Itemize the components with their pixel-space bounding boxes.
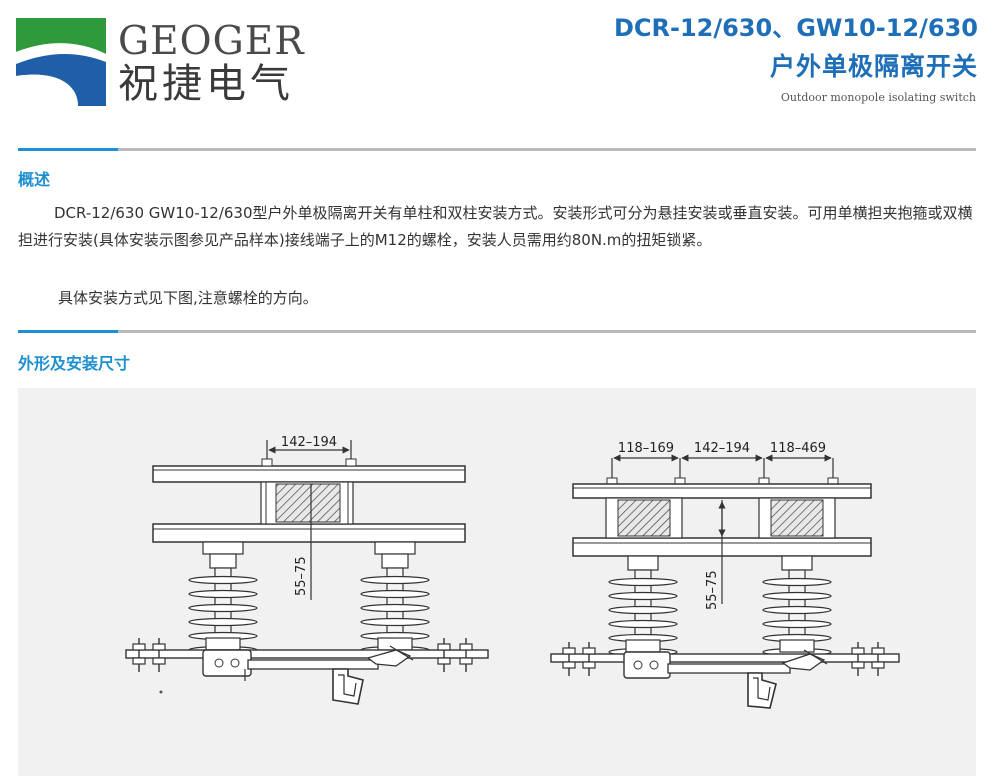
installation-drawing-area: 142–194 55–75: [18, 388, 976, 776]
right-dimension-2: 142–194: [694, 441, 750, 456]
right-dimension-3: 118–469: [770, 441, 826, 456]
right-installation-drawing: 118–169 142–194 118–469 55–75: [550, 441, 900, 709]
product-subtitle-cn: 户外单极隔离开关: [769, 52, 978, 81]
left-side-dimension: 55–75: [294, 556, 309, 596]
product-subtitle-en: Outdoor monopole isolating switch: [780, 91, 976, 104]
right-dimension-1: 118–169: [618, 441, 674, 456]
geoger-logo: [16, 18, 106, 106]
left-top-dimension: 142–194: [281, 435, 337, 450]
right-side-dimension: 55–75: [705, 570, 720, 610]
model-title: DCR-12/630、GW10-12/630: [613, 14, 978, 42]
dimensions-heading: 外形及安装尺寸: [18, 354, 131, 373]
installation-drawings: 142–194 55–75: [125, 435, 900, 709]
overview-note: 具体安装方式见下图,注意螺栓的方向。: [58, 289, 318, 307]
section-divider: [18, 330, 976, 333]
brand-name-en: GEOGER: [118, 19, 305, 64]
left-installation-drawing: 142–194 55–75: [125, 435, 489, 705]
brand-name-cn: 祝捷电气: [118, 61, 294, 107]
overview-paragraph: DCR-12/630 GW10-12/630型户外单极隔离开关有单柱和双柱安装方…: [18, 204, 973, 249]
section-divider: [18, 148, 976, 151]
overview-heading: 概述: [18, 170, 51, 189]
